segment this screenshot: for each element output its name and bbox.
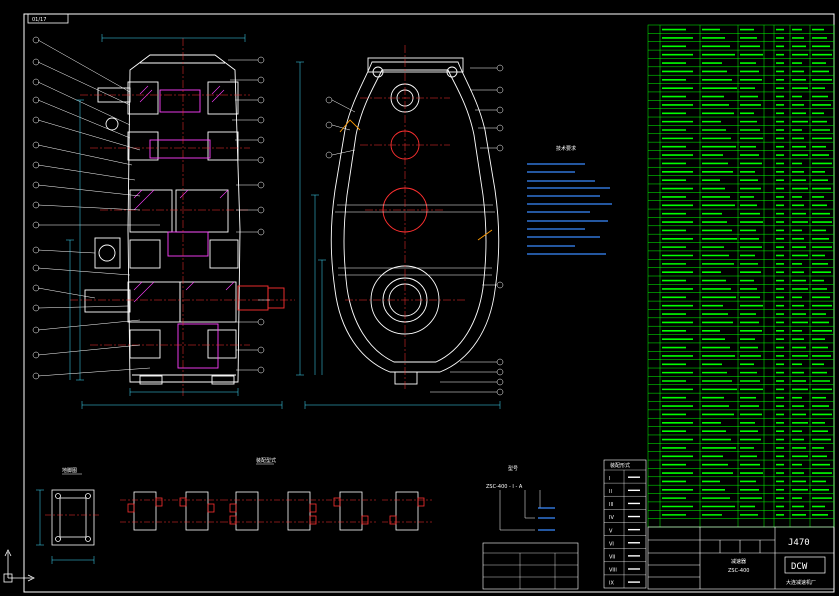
- foundation-view: [36, 489, 100, 564]
- assembly-forms: [120, 491, 432, 531]
- revision-table-lines: [483, 552, 578, 589]
- assembly-forms-title: 装配型式: [256, 457, 276, 464]
- corner-code: 01/17: [32, 17, 46, 23]
- form-table-numeral: VII: [609, 555, 615, 561]
- sheet-border: [23, 13, 835, 593]
- form-table-numeral: II: [609, 489, 612, 495]
- drawing-number: J470: [788, 538, 810, 548]
- technical-notes: [527, 163, 612, 255]
- model-code-labels: [538, 507, 555, 531]
- parts-list-table: [647, 24, 835, 528]
- foundation-title: 地脚图: [62, 467, 77, 474]
- front-view: [330, 57, 500, 385]
- section-leaders: [37, 39, 270, 377]
- front-balloons: [325, 64, 504, 396]
- corner-tag: [27, 13, 69, 24]
- notes-title: 技术要求: [556, 145, 576, 152]
- form-table-numeral: I: [609, 476, 610, 482]
- product-code: ZSC-400: [728, 568, 749, 574]
- section-balloons: [32, 36, 265, 380]
- form-table-numeral: VI: [609, 541, 614, 547]
- form-table: [603, 459, 647, 589]
- revision-table: [482, 542, 579, 590]
- section-view: [70, 38, 295, 398]
- form-table-numeral: VIII: [609, 568, 617, 574]
- model-caption: 型号: [508, 465, 518, 472]
- front-leaders: [331, 67, 497, 393]
- form-table-numeral: III: [609, 502, 613, 508]
- form-table-numeral: IV: [609, 515, 614, 521]
- section-dimensions: [66, 34, 283, 409]
- company-logo-box: [784, 556, 826, 574]
- title-block: [647, 526, 835, 590]
- form-table-numeral: IX: [609, 581, 614, 587]
- model-code-leaders: [499, 490, 548, 531]
- company-logo: DCW: [791, 562, 808, 572]
- ucs-icon: [3, 549, 35, 583]
- company-name: 大连减速机厂: [786, 579, 816, 586]
- front-dimensions: [296, 61, 501, 409]
- product-name: 减速器: [731, 558, 746, 565]
- form-table-numeral: V: [609, 528, 613, 534]
- form-table-title: 装配形式: [610, 462, 630, 469]
- front-centerlines: [345, 45, 465, 390]
- model-code: ZSC-400 - I - A: [486, 484, 523, 490]
